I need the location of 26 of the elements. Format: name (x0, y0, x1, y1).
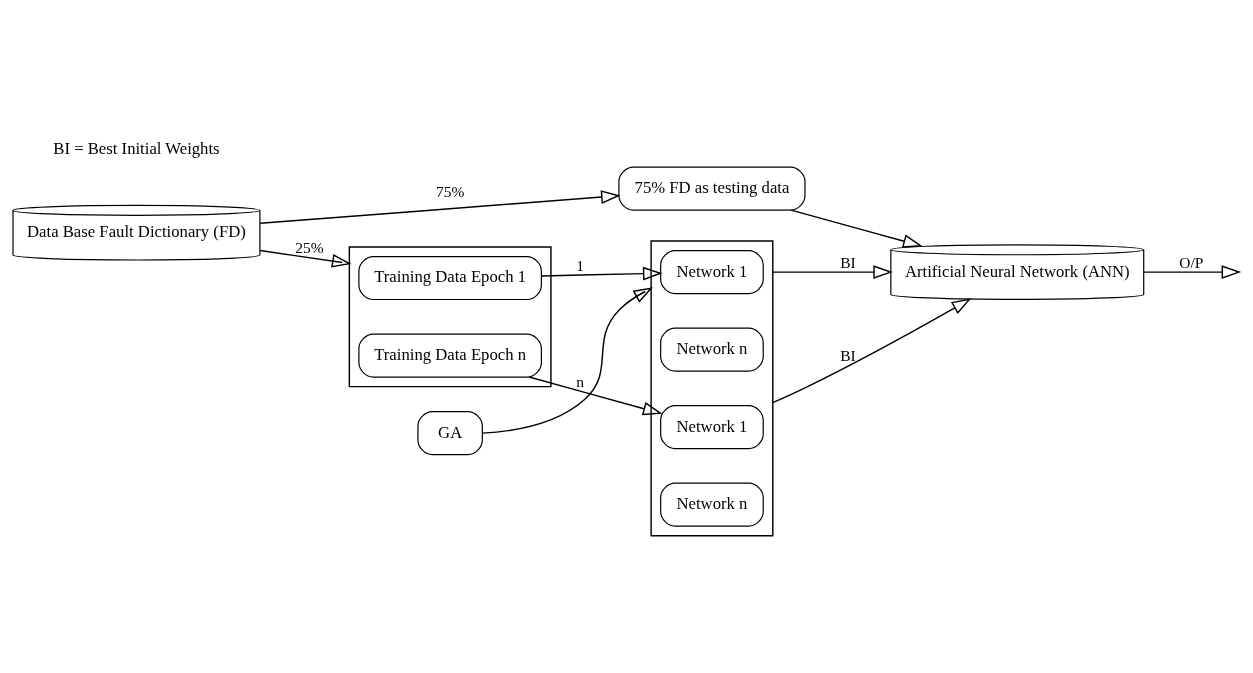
edge-label: BI (840, 346, 856, 364)
node-box: Network 1 (660, 405, 764, 450)
arrow (481, 287, 653, 434)
node-box: Training Data Epoch n (358, 333, 542, 378)
edge-label: O/P (1179, 253, 1204, 271)
node-box: Network 1 (660, 250, 764, 295)
cluster (348, 246, 552, 388)
node-box: 75% FD as testing data (618, 166, 806, 211)
edge-label: n (576, 373, 585, 391)
cluster (650, 240, 774, 537)
edge-label: BI (840, 253, 856, 271)
arrow (1143, 265, 1242, 279)
node-box: Network n (660, 327, 764, 372)
arrow (541, 266, 663, 281)
label: BI = Best Initial Weights (53, 138, 220, 158)
edge-label: 1 (576, 257, 585, 275)
arrow (772, 298, 972, 404)
node-box: Training Data Epoch 1 (358, 256, 542, 301)
edge-label: 75% (435, 183, 465, 201)
edge-label: 25% (295, 239, 324, 257)
node-box: Network n (660, 482, 764, 527)
node-box: GA (417, 411, 483, 456)
arrow (790, 209, 923, 248)
arrow (772, 265, 893, 279)
arrow (259, 190, 621, 224)
arrow (259, 249, 352, 268)
